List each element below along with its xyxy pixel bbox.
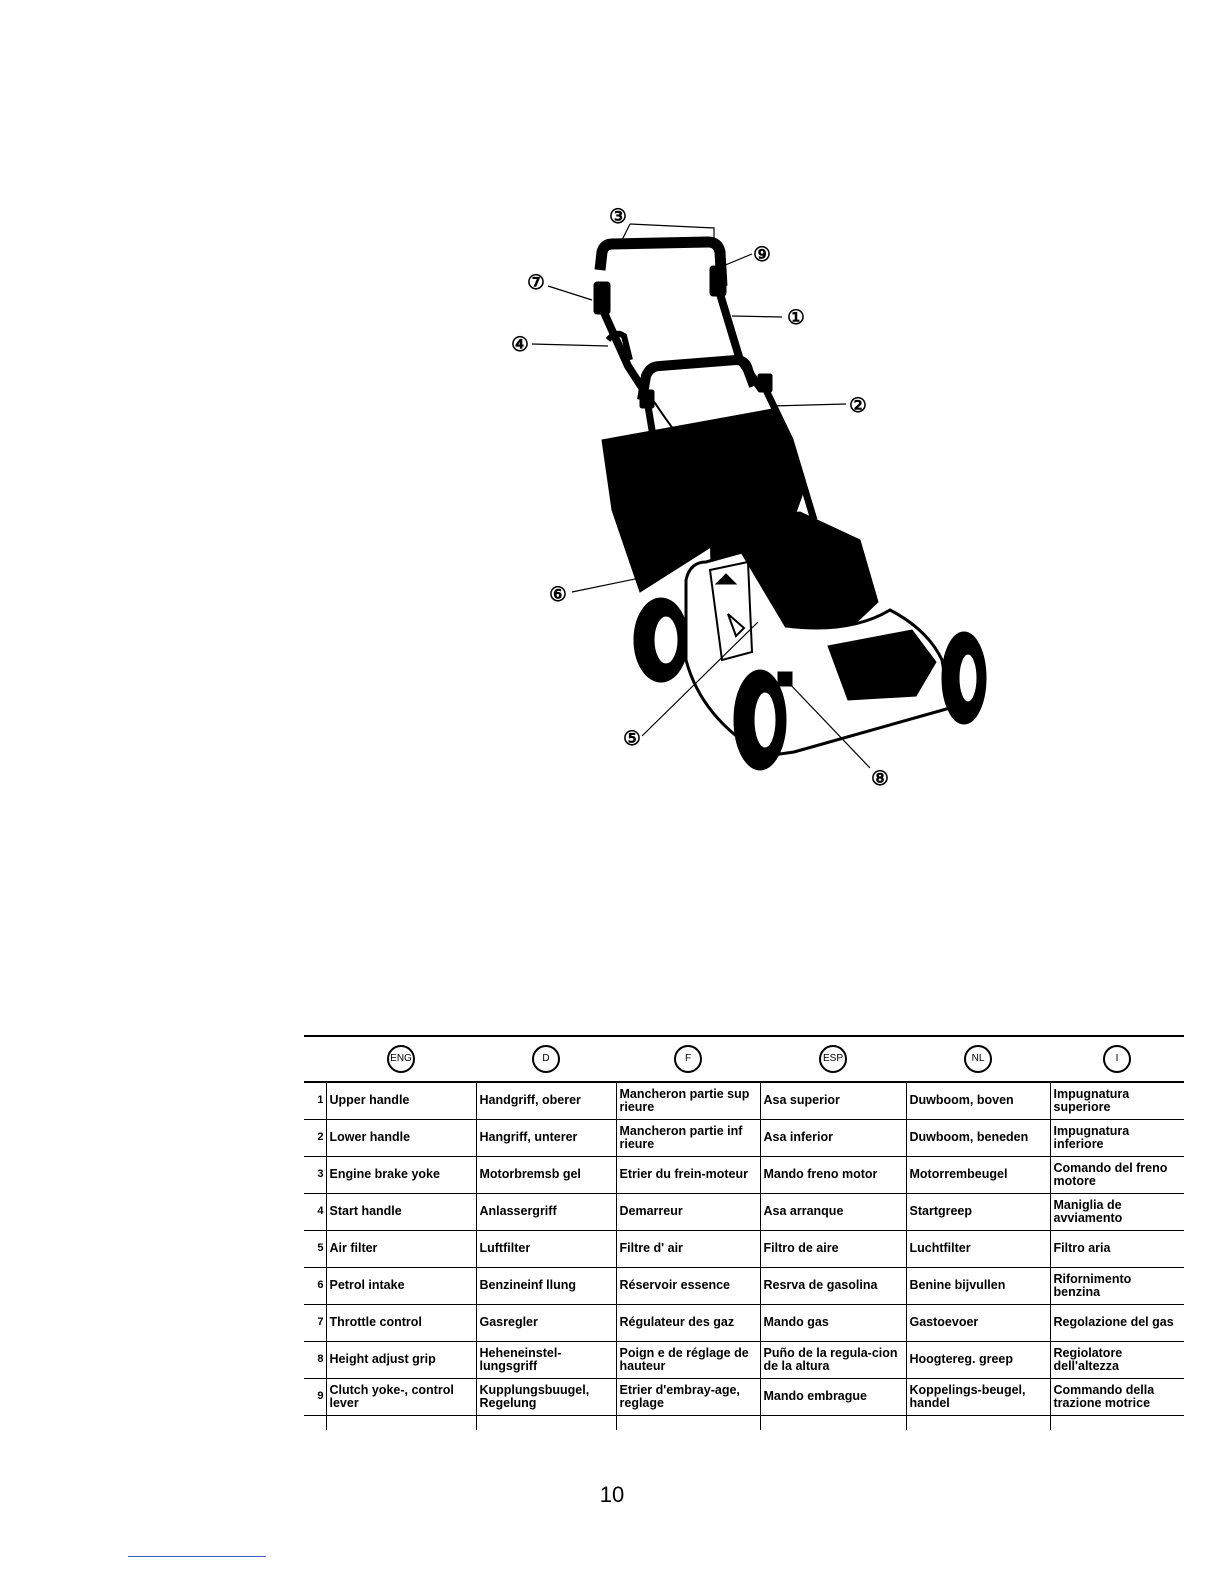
row-number: 9 [304, 1378, 326, 1416]
page-number: 10 [599, 1482, 625, 1507]
cell-eng: Height adjust grip [325, 1341, 476, 1379]
row-number: 4 [304, 1193, 326, 1231]
cell-i: Filtro aria [1049, 1230, 1184, 1268]
cell-nl: Duwboom, boven [905, 1082, 1050, 1120]
parts-translation-table: ENG D F ESP NL I 1 Upper handle Handgrif… [304, 1035, 1184, 1430]
cell-nl: Koppelings-beugel, handel [905, 1378, 1050, 1416]
cell-d: Heheneinstel-lungsgriff [475, 1341, 616, 1379]
row-number: 6 [304, 1267, 326, 1305]
cell-d: Benzineinf llung [475, 1267, 616, 1305]
language-badge-i: I [1103, 1045, 1131, 1073]
row-number: 1 [304, 1082, 326, 1120]
cell-eng: Lower handle [325, 1119, 476, 1157]
cell-f: Réservoir essence [615, 1267, 760, 1305]
cell-nl: Gastoevoer [905, 1304, 1050, 1342]
cell-eng: Air filter [325, 1230, 476, 1268]
cell-esp: Asa superior [759, 1082, 906, 1120]
cell-d: Anlassergriff [475, 1193, 616, 1231]
row-number: 2 [304, 1119, 326, 1157]
table-row: 6 Petrol intake Benzineinf llung Réservo… [304, 1267, 1184, 1305]
callout-5: ⑤ [623, 726, 641, 750]
cell-nl: Motorrembeugel [905, 1156, 1050, 1194]
callout-1: ① [787, 305, 805, 329]
cell-f: Mancheron partie sup rieure [615, 1082, 760, 1120]
lawn-mower-illustration: ③ ⑨ ⑦ ① ④ ② ⑥ ⑤ ⑧ [490, 190, 1010, 800]
cell-esp: Puño de la regula-cion de la altura [759, 1341, 906, 1379]
cell-f: Demarreur [615, 1193, 760, 1231]
row-number: 5 [304, 1230, 326, 1268]
cell-i: Impugnatura inferiore [1049, 1119, 1184, 1157]
language-badge-esp: ESP [819, 1045, 847, 1073]
cell-esp: Mando freno motor [759, 1156, 906, 1194]
callout-4: ④ [511, 332, 529, 356]
table-row: 1 Upper handle Handgriff, oberer Mancher… [304, 1082, 1184, 1120]
language-badge-nl: NL [964, 1045, 992, 1073]
cell-eng: Start handle [325, 1193, 476, 1231]
cell-i: Impugnatura superiore [1049, 1082, 1184, 1120]
language-badge-d: D [532, 1045, 560, 1073]
cell-esp: Filtro de aire [759, 1230, 906, 1268]
cell-f: Poign e de réglage de hauteur [615, 1341, 760, 1379]
callout-9: ⑨ [753, 242, 771, 266]
lawn-mower-drawing: ③ ⑨ ⑦ ① ④ ② ⑥ ⑤ ⑧ [511, 204, 987, 790]
cell-eng: Throttle control [325, 1304, 476, 1342]
cell-i: Comando del freno motore [1049, 1156, 1184, 1194]
cell-nl: Benine bijvullen [905, 1267, 1050, 1305]
cell-d: Kupplungsbuugel, Regelung [475, 1378, 616, 1416]
callout-7: ⑦ [527, 270, 545, 294]
table-row: 4 Start handle Anlassergriff Demarreur A… [304, 1193, 1184, 1231]
callout-8: ⑧ [871, 766, 889, 790]
cell-esp: Asa inferior [759, 1119, 906, 1157]
cell-d: Handgriff, oberer [475, 1082, 616, 1120]
row-number: 7 [304, 1304, 326, 1342]
row-number: 3 [304, 1156, 326, 1194]
cell-nl: Luchtfilter [905, 1230, 1050, 1268]
cell-i: Rifornimento benzina [1049, 1267, 1184, 1305]
cell-nl: Hoogtereg. greep [905, 1341, 1050, 1379]
cell-eng: Clutch yoke-, control lever [325, 1378, 476, 1416]
cell-i: Commando della trazione motrice [1049, 1378, 1184, 1416]
table-row: 2 Lower handle Hangriff, unterer Mancher… [304, 1119, 1184, 1157]
footer-rule [128, 1556, 266, 1557]
cell-i: Regiolatore dell'altezza [1049, 1341, 1184, 1379]
cell-i: Maniglia de avviamento [1049, 1193, 1184, 1231]
cell-f: Régulateur des gaz [615, 1304, 760, 1342]
cell-nl: Duwboom, beneden [905, 1119, 1050, 1157]
cell-d: Motorbremsb gel [475, 1156, 616, 1194]
cell-esp: Asa arranque [759, 1193, 906, 1231]
cell-f: Etrier du frein-moteur [615, 1156, 760, 1194]
cell-eng: Engine brake yoke [325, 1156, 476, 1194]
cell-f: Filtre d' air [615, 1230, 760, 1268]
table-row: 7 Throttle control Gasregler Régulateur … [304, 1304, 1184, 1342]
cell-eng: Upper handle [325, 1082, 476, 1120]
table-row: 5 Air filter Luftfilter Filtre d' air Fi… [304, 1230, 1184, 1268]
table-trailing-row [304, 1415, 1184, 1430]
cell-eng: Petrol intake [325, 1267, 476, 1305]
cell-d: Luftfilter [475, 1230, 616, 1268]
cell-esp: Mando gas [759, 1304, 906, 1342]
cell-esp: Mando embrague [759, 1378, 906, 1416]
table-row: 8 Height adjust grip Heheneinstel-lungsg… [304, 1341, 1184, 1379]
cell-esp: Resrva de gasolina [759, 1267, 906, 1305]
language-badge-eng: ENG [387, 1045, 415, 1073]
language-badge-f: F [674, 1045, 702, 1073]
language-header-row: ENG D F ESP NL I [304, 1035, 1184, 1083]
cell-nl: Startgreep [905, 1193, 1050, 1231]
cell-i: Regolazione del gas [1049, 1304, 1184, 1342]
callout-2: ② [849, 393, 867, 417]
callout-3: ③ [609, 204, 627, 228]
callout-6: ⑥ [549, 582, 567, 606]
cell-f: Etrier d'embray-age, reglage [615, 1378, 760, 1416]
cell-f: Mancheron partie inf rieure [615, 1119, 760, 1157]
row-number: 8 [304, 1341, 326, 1379]
cell-d: Hangriff, unterer [475, 1119, 616, 1157]
cell-d: Gasregler [475, 1304, 616, 1342]
table-row: 9 Clutch yoke-, control lever Kupplungsb… [304, 1378, 1184, 1416]
table-row: 3 Engine brake yoke Motorbremsb gel Etri… [304, 1156, 1184, 1194]
